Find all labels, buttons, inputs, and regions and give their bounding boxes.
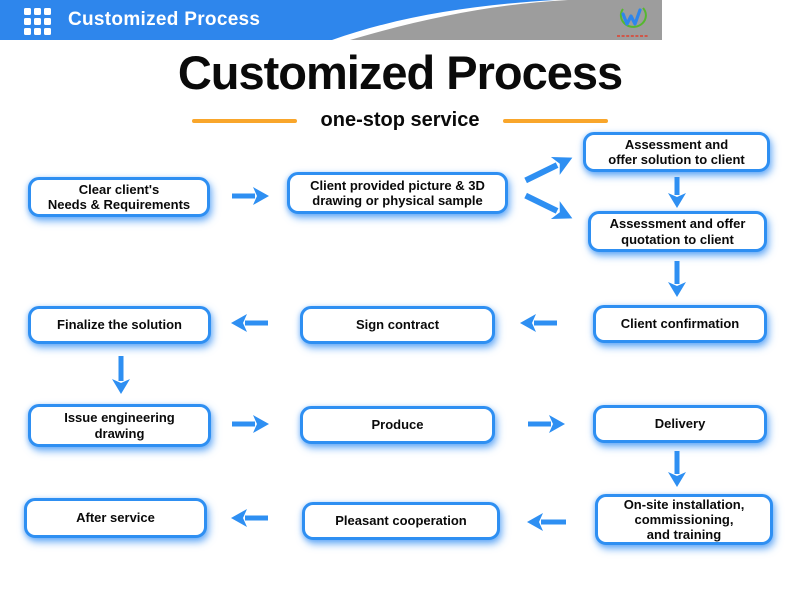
arrow-right-produce-to-delivery (528, 415, 565, 433)
arrow-down-finalize-to-drawing (112, 356, 130, 394)
arrow-down-quotation-to-confirmation (668, 261, 686, 297)
arrow-diagonal-down-provided-to-quotation (524, 192, 573, 220)
flow-box-onsite-installation: On-site installation, commissioning, and… (595, 494, 773, 545)
flow-box-assessment-quotation: Assessment and offer quotation to client (588, 211, 767, 252)
arrow-left-sign-to-finalize (231, 314, 268, 332)
flow-box-delivery: Delivery (593, 405, 767, 443)
flow-box-after-service: After service (24, 498, 207, 538)
header-bar: Customized Process (0, 0, 662, 40)
page-title: Customized Process (177, 46, 623, 99)
flow-box-clear-needs: Clear client's Needs & Requirements (28, 177, 210, 217)
flow-box-finalize-solution: Finalize the solution (28, 306, 211, 344)
arrow-right-needs-to-provided (232, 187, 269, 205)
arrow-down-solution-to-quotation (668, 177, 686, 208)
header-swoosh-graphic (0, 0, 662, 40)
flow-box-assessment-solution: Assessment and offer solution to client (583, 132, 770, 172)
subtitle-row: one-stop service (0, 109, 800, 132)
flow-box-issue-engineering-drawing: Issue engineering drawing (28, 404, 211, 447)
subtitle-right-dash (503, 118, 609, 123)
arrow-left-confirmation-to-sign (520, 314, 557, 332)
arrow-left-onsite-to-cooperation (527, 513, 566, 531)
arrow-down-delivery-to-onsite (668, 451, 686, 487)
flow-box-pleasant-cooperation: Pleasant cooperation (302, 502, 500, 540)
arrow-right-drawing-to-produce (232, 415, 269, 433)
flow-box-client-confirmation: Client confirmation (593, 305, 767, 343)
company-logo-icon (617, 7, 649, 37)
arrow-left-cooperation-to-after-service (231, 509, 268, 527)
subtitle-left-dash (191, 118, 297, 123)
flow-box-client-provided: Client provided picture & 3D drawing or … (287, 172, 508, 214)
header-title: Customized Process (68, 9, 261, 30)
flow-box-produce: Produce (300, 406, 495, 444)
flow-box-sign-contract: Sign contract (300, 306, 495, 344)
subtitle-text: one-stop service (320, 109, 480, 131)
grid-icon (24, 8, 51, 35)
arrow-diagonal-up-provided-to-solution (524, 156, 573, 184)
